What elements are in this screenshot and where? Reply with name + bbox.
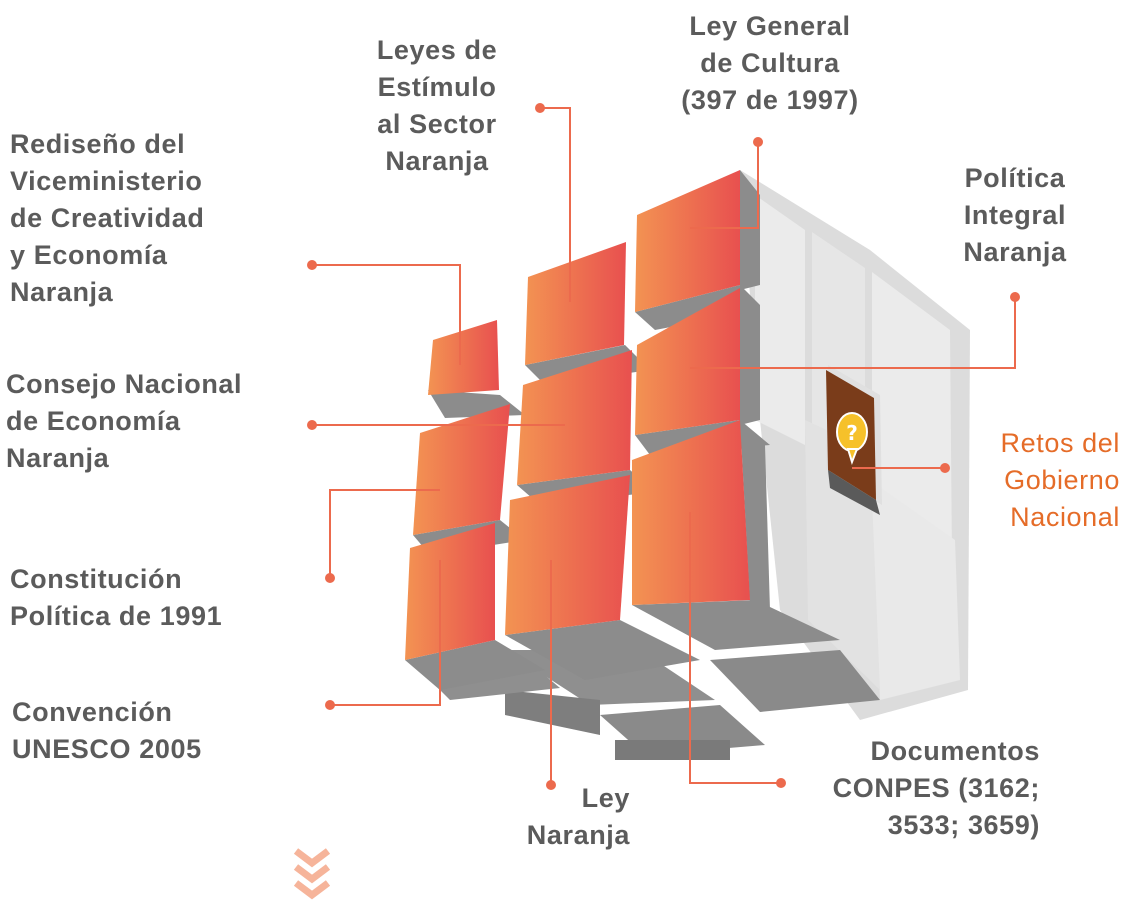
line-convencion	[330, 560, 441, 706]
line-documentos	[689, 512, 781, 784]
line-leyes	[540, 107, 571, 302]
label-rediseno: Rediseño del Viceministerio de Creativid…	[10, 129, 205, 307]
connector-lines	[312, 107, 1016, 785]
connector-dots	[307, 103, 1020, 790]
tile-r2-c3	[635, 288, 740, 435]
label-retos: Retos del Gobierno Nacional	[1000, 428, 1120, 532]
tile-r1-c2	[525, 242, 626, 365]
label-politica-integral: Política Integral Naranja	[963, 163, 1067, 267]
tile-r1-c1	[428, 320, 499, 395]
line-constitucion	[329, 489, 440, 578]
tile-r3-c1	[405, 523, 495, 660]
tile-r3-c2	[505, 475, 630, 635]
label-leyes-estimulo: Leyes de Estímulo al Sector Naranja	[376, 35, 498, 176]
tile-r1-c3	[635, 170, 740, 312]
line-rediseno	[312, 264, 461, 365]
label-documentos: Documentos CONPES (3162; 3533; 3659)	[832, 736, 1040, 840]
label-ley-naranja: Ley Naranja	[526, 783, 630, 850]
tile-r2-c1	[413, 404, 510, 535]
label-constitucion: Constitución Política de 1991	[10, 564, 223, 631]
label-consejo: Consejo Nacional de Economía Naranja	[6, 369, 243, 473]
chevrons-down-icon	[293, 848, 331, 900]
label-convencion: Convención UNESCO 2005	[12, 697, 202, 764]
question-bubble-icon: ?	[836, 412, 868, 466]
svg-text:?: ?	[846, 421, 858, 445]
cube-front-tiles	[405, 170, 750, 660]
line-politica	[690, 297, 1016, 369]
line-ley-general	[690, 142, 759, 229]
tile-r2-c2	[517, 350, 632, 485]
label-ley-general: Ley General de Cultura (397 de 1997)	[681, 11, 859, 115]
